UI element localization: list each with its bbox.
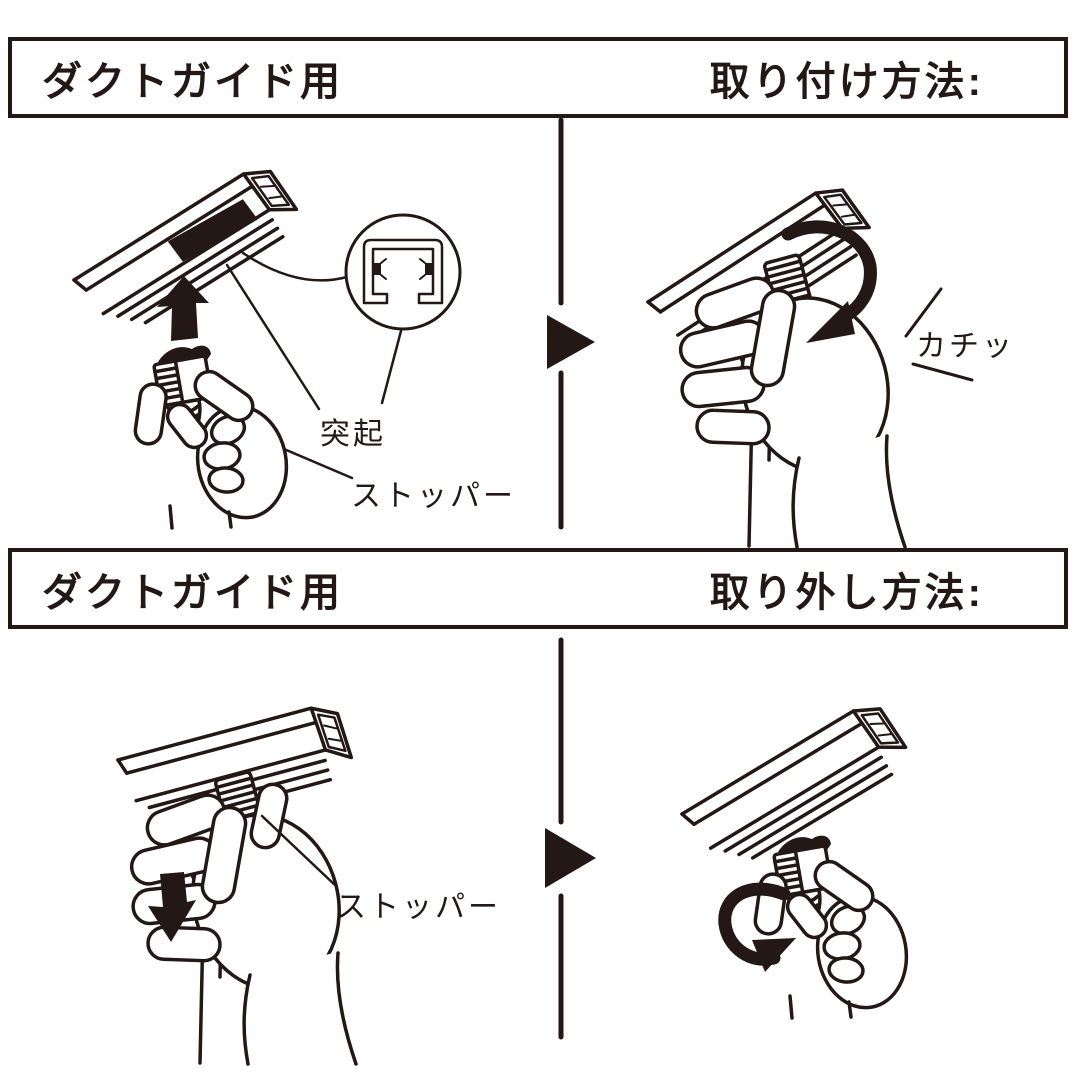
up-arrow-icon <box>157 276 209 341</box>
leader-line <box>260 814 338 888</box>
method-title: 取り外し方法: <box>709 570 984 615</box>
label-stopper: ストッパー <box>351 480 516 513</box>
next-step-arrow-icon <box>547 315 595 369</box>
next-step-arrow-icon <box>545 828 596 888</box>
remove-step1-illustration <box>116 699 361 1067</box>
remove-step2-illustration <box>680 695 917 1020</box>
label-click-sound: カチッ <box>916 330 1015 363</box>
label-stopper: ストッパー <box>336 891 501 924</box>
method-title: 取り付け方法: <box>709 59 984 104</box>
protrusion-mark <box>425 263 433 275</box>
section-title: ダクトガイド用 <box>42 570 343 615</box>
click-emphasis-lines <box>904 287 974 382</box>
section-title: ダクトガイド用 <box>42 59 343 104</box>
remove-section-header: ダクトガイド用 取り外し方法: <box>8 548 1068 629</box>
rail-slot-opening <box>167 199 258 262</box>
rotate-counterclockwise-arrow-icon <box>718 882 791 966</box>
install-step1-illustration <box>72 158 462 530</box>
label-protrusion: 突起 <box>320 418 386 451</box>
install-section-header: ダクトガイド用 取り付け方法: <box>8 37 1068 118</box>
install-step2-illustration <box>646 177 974 550</box>
rotate-counterclockwise-arrow-icon <box>752 938 796 972</box>
protrusion-mark <box>373 263 381 275</box>
rotate-clockwise-arrow-icon <box>781 220 877 323</box>
rotate-clockwise-arrow-icon <box>806 301 855 343</box>
magnifier-circle <box>344 213 462 331</box>
down-arrow-icon <box>148 872 196 942</box>
